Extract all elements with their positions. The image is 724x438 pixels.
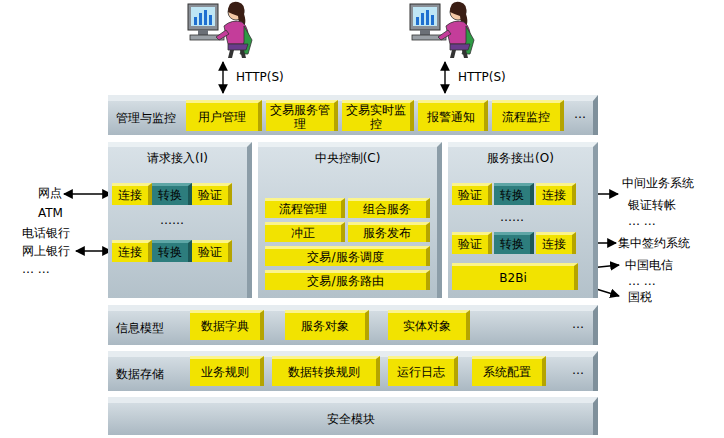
layer-band: 数据存储 业务规则 数据转换规则 运行日志 系统配置 bbox=[108, 351, 598, 391]
node-text: 组合服务 bbox=[363, 202, 411, 216]
label-text: HTTP(S) bbox=[458, 70, 506, 84]
node-text: 服务对象 bbox=[301, 319, 349, 333]
function-box: 服务对象 bbox=[285, 310, 369, 340]
function-box: 数据转换规则 bbox=[272, 356, 380, 386]
node-text: 管理与监控 bbox=[116, 111, 176, 125]
function-box: 组合服务 bbox=[348, 198, 430, 218]
function-box: 业务规则 bbox=[190, 356, 264, 386]
node-text: 交易/服务路由 bbox=[307, 274, 383, 288]
node-text: 流程监控 bbox=[502, 110, 550, 124]
node-text: 连接 bbox=[542, 237, 566, 251]
node-text: 转换 bbox=[500, 237, 524, 251]
function-box: 连接 bbox=[112, 240, 152, 262]
label-text: …… bbox=[160, 213, 184, 227]
node-text: 数据存储 bbox=[116, 367, 164, 381]
function-box: 流程监控 bbox=[492, 100, 564, 131]
label-text: HTTP(S) bbox=[236, 70, 284, 84]
node-text: 报警通知 bbox=[427, 110, 475, 124]
node-text: 冲正 bbox=[291, 226, 315, 240]
node-text: 转换 bbox=[158, 188, 182, 202]
node-text: 验证 bbox=[198, 188, 222, 202]
label-text: 电话银行 bbox=[22, 226, 70, 240]
function-box: 交易服务管理 bbox=[266, 100, 338, 131]
node-text: 转换 bbox=[500, 188, 524, 202]
label-text: … bbox=[574, 107, 586, 121]
label-text: … … bbox=[22, 262, 50, 276]
node-text: 服务接出(O) bbox=[487, 151, 554, 165]
node-text: 交易服务管理 bbox=[270, 103, 330, 132]
label-text: …… bbox=[500, 210, 524, 224]
function-box: 验证 bbox=[452, 232, 492, 254]
node-text: 验证 bbox=[458, 188, 482, 202]
label-text: 中间业务系统 bbox=[622, 176, 694, 190]
function-box: 报警通知 bbox=[418, 100, 488, 131]
node-text: 连接 bbox=[118, 245, 142, 259]
node-text: 交易实时监控 bbox=[346, 103, 406, 132]
node-text: 安全模块 bbox=[327, 412, 375, 426]
node-text: 数据字典 bbox=[201, 319, 249, 333]
function-box: 交易/服务路由 bbox=[265, 270, 430, 290]
label-text: 网点 bbox=[38, 186, 62, 200]
function-box: 连接 bbox=[112, 183, 152, 205]
function-box: 用户管理 bbox=[186, 100, 262, 131]
function-box: 交易/服务调度 bbox=[265, 246, 430, 266]
label-text: ATM bbox=[38, 206, 63, 220]
convert-box: 转换 bbox=[494, 232, 534, 254]
node-text: 用户管理 bbox=[198, 110, 246, 124]
node-text: 验证 bbox=[458, 237, 482, 251]
node-text: 实体对象 bbox=[403, 319, 451, 333]
module-panel: 中央控制(C) 流程管理 组合服务冲正 服务发布交易/服务调度交易/服务路由 bbox=[258, 142, 442, 298]
function-box: 服务发布 bbox=[348, 222, 430, 242]
function-box: 数据字典 bbox=[190, 310, 264, 340]
layer-band: 安全模块 bbox=[108, 397, 598, 435]
convert-box: 转换 bbox=[152, 240, 192, 262]
function-box: 实体对象 bbox=[388, 310, 470, 340]
node-text: 转换 bbox=[158, 245, 182, 259]
label-text: … bbox=[572, 317, 584, 331]
label-text: … … bbox=[628, 214, 656, 228]
label-text: 网上银行 bbox=[22, 244, 70, 258]
node-text: 系统配置 bbox=[483, 365, 531, 379]
function-box: 验证 bbox=[192, 240, 232, 262]
label-text: 银证转帐 bbox=[628, 198, 676, 212]
label-text: 国税 bbox=[628, 290, 652, 304]
node-text: 运行日志 bbox=[397, 365, 445, 379]
function-box: 冲正 bbox=[265, 222, 345, 242]
layer-band: 管理与监控 用户管理 交易服务管理交易实时监控 报警通知 流程监控 bbox=[108, 95, 598, 135]
node-text: 服务发布 bbox=[363, 226, 411, 240]
function-box: 流程管理 bbox=[265, 198, 345, 218]
node-text: 业务规则 bbox=[201, 365, 249, 379]
node-text: 交易/服务调度 bbox=[307, 250, 383, 264]
label-text: 中国电信 bbox=[625, 258, 673, 272]
node-text: 中央控制(C) bbox=[315, 151, 381, 165]
function-box: 验证 bbox=[452, 183, 492, 205]
node-text: 信息模型 bbox=[116, 321, 164, 335]
node-text: B2Bi bbox=[499, 271, 526, 285]
function-box: B2Bi bbox=[452, 263, 578, 290]
function-box: 验证 bbox=[192, 183, 232, 205]
convert-box: 转换 bbox=[494, 183, 534, 205]
node-text: 连接 bbox=[118, 188, 142, 202]
node-text: 连接 bbox=[542, 188, 566, 202]
convert-box: 转换 bbox=[152, 183, 192, 205]
function-box: 交易实时监控 bbox=[342, 100, 414, 131]
function-box: 系统配置 bbox=[472, 356, 546, 386]
node-text: 验证 bbox=[198, 245, 222, 259]
node-text: 流程管理 bbox=[279, 202, 327, 216]
label-text: 集中签约系统 bbox=[618, 236, 690, 250]
label-text: … … bbox=[628, 274, 656, 288]
function-box: 连接 bbox=[536, 232, 576, 254]
node-text: 数据转换规则 bbox=[288, 365, 360, 379]
function-box: 连接 bbox=[536, 183, 576, 205]
layer-band: 信息模型 数据字典 服务对象 实体对象 bbox=[108, 305, 598, 345]
label-text: … bbox=[572, 363, 584, 377]
function-box: 运行日志 bbox=[388, 356, 458, 386]
node-text: 请求接入(I) bbox=[147, 151, 208, 165]
